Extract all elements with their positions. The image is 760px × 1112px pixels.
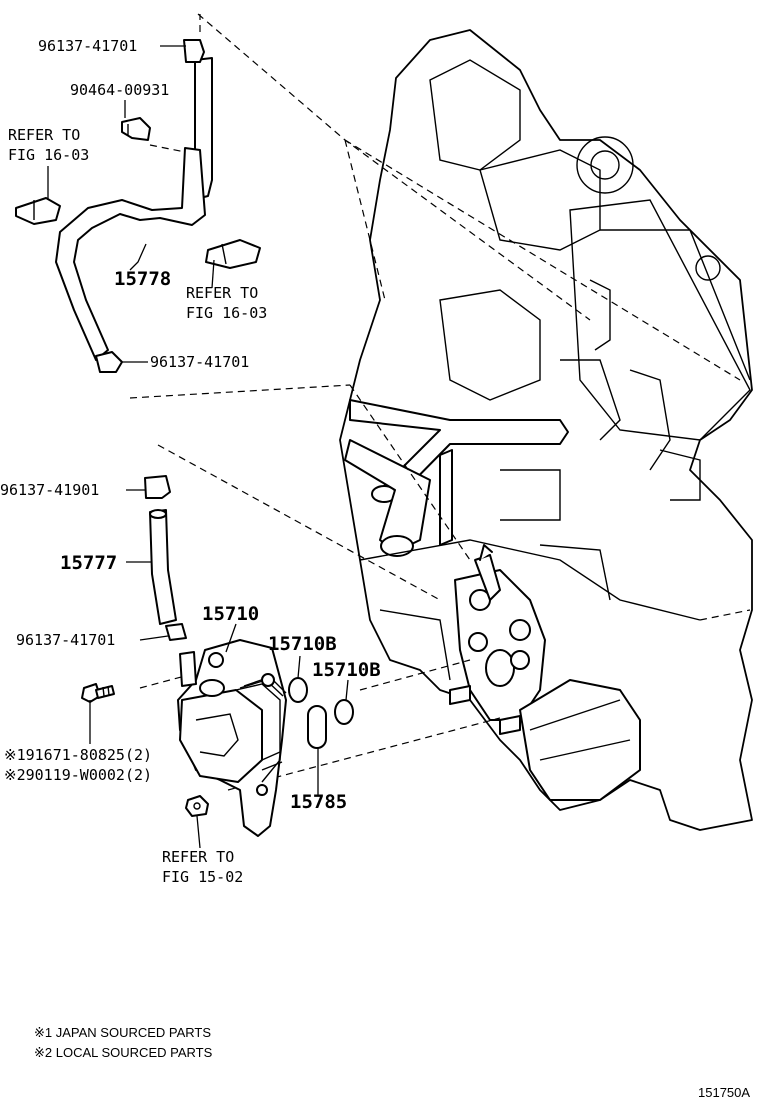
label-96137-41701-upper: 96137-41701 xyxy=(150,353,249,371)
bolt-icon xyxy=(81,683,115,703)
label-refer-mid-line1: REFER TO xyxy=(186,284,258,302)
label-refer-bottom-line2: FIG 15-02 xyxy=(162,868,243,886)
diagram-id: 151750A xyxy=(698,1085,750,1100)
o-ring-15710b-a-icon xyxy=(288,677,308,703)
label-15710b-a: 15710B xyxy=(268,633,337,655)
legend-note-1: ※1 JAPAN SOURCED PARTS xyxy=(34,1025,211,1040)
part-labels: 96137-41701 90464-00931 REFER TO FIG 16-… xyxy=(0,37,381,886)
o-ring-15710b-b-icon xyxy=(334,699,354,725)
label-90464-00931: 90464-00931 xyxy=(70,81,169,99)
nut-icon xyxy=(185,795,209,817)
label-96137-41901: 96137-41901 xyxy=(0,481,99,499)
leader-lines xyxy=(47,45,349,849)
label-96137-41701-top: 96137-41701 xyxy=(38,37,137,55)
label-15778: 15778 xyxy=(114,268,171,290)
location-dashed-lines xyxy=(129,13,751,791)
label-15710: 15710 xyxy=(202,603,259,625)
label-15785: 15785 xyxy=(290,791,347,813)
hose-15778 xyxy=(55,39,213,373)
label-bolt-90119: ※290119-W0002(2) xyxy=(4,766,152,784)
label-refer-bottom-line1: REFER TO xyxy=(162,848,234,866)
label-96137-41701-mid: 96137-41701 xyxy=(16,631,115,649)
oil-cooler-15710 xyxy=(177,639,287,837)
clip-fig-16-03-mid-icon xyxy=(205,239,261,269)
label-refer-left-line2: FIG 16-03 xyxy=(8,146,89,164)
label-15710b-b: 15710B xyxy=(312,659,381,681)
label-refer-left-line1: REFER TO xyxy=(8,126,80,144)
clamp-90464-icon xyxy=(121,117,151,141)
label-15777: 15777 xyxy=(60,552,117,574)
clip-fig-16-03-left-icon xyxy=(15,197,61,225)
gasket-15785-icon xyxy=(307,705,327,749)
legend: ※1 JAPAN SOURCED PARTS ※2 LOCAL SOURCED … xyxy=(34,1025,213,1060)
engine-block-illustration xyxy=(339,29,753,831)
hose-15777 xyxy=(144,475,187,641)
legend-note-2: ※2 LOCAL SOURCED PARTS xyxy=(34,1045,213,1060)
label-refer-mid-line2: FIG 16-03 xyxy=(186,304,267,322)
label-bolt-91671: ※191671-80825(2) xyxy=(4,746,152,764)
